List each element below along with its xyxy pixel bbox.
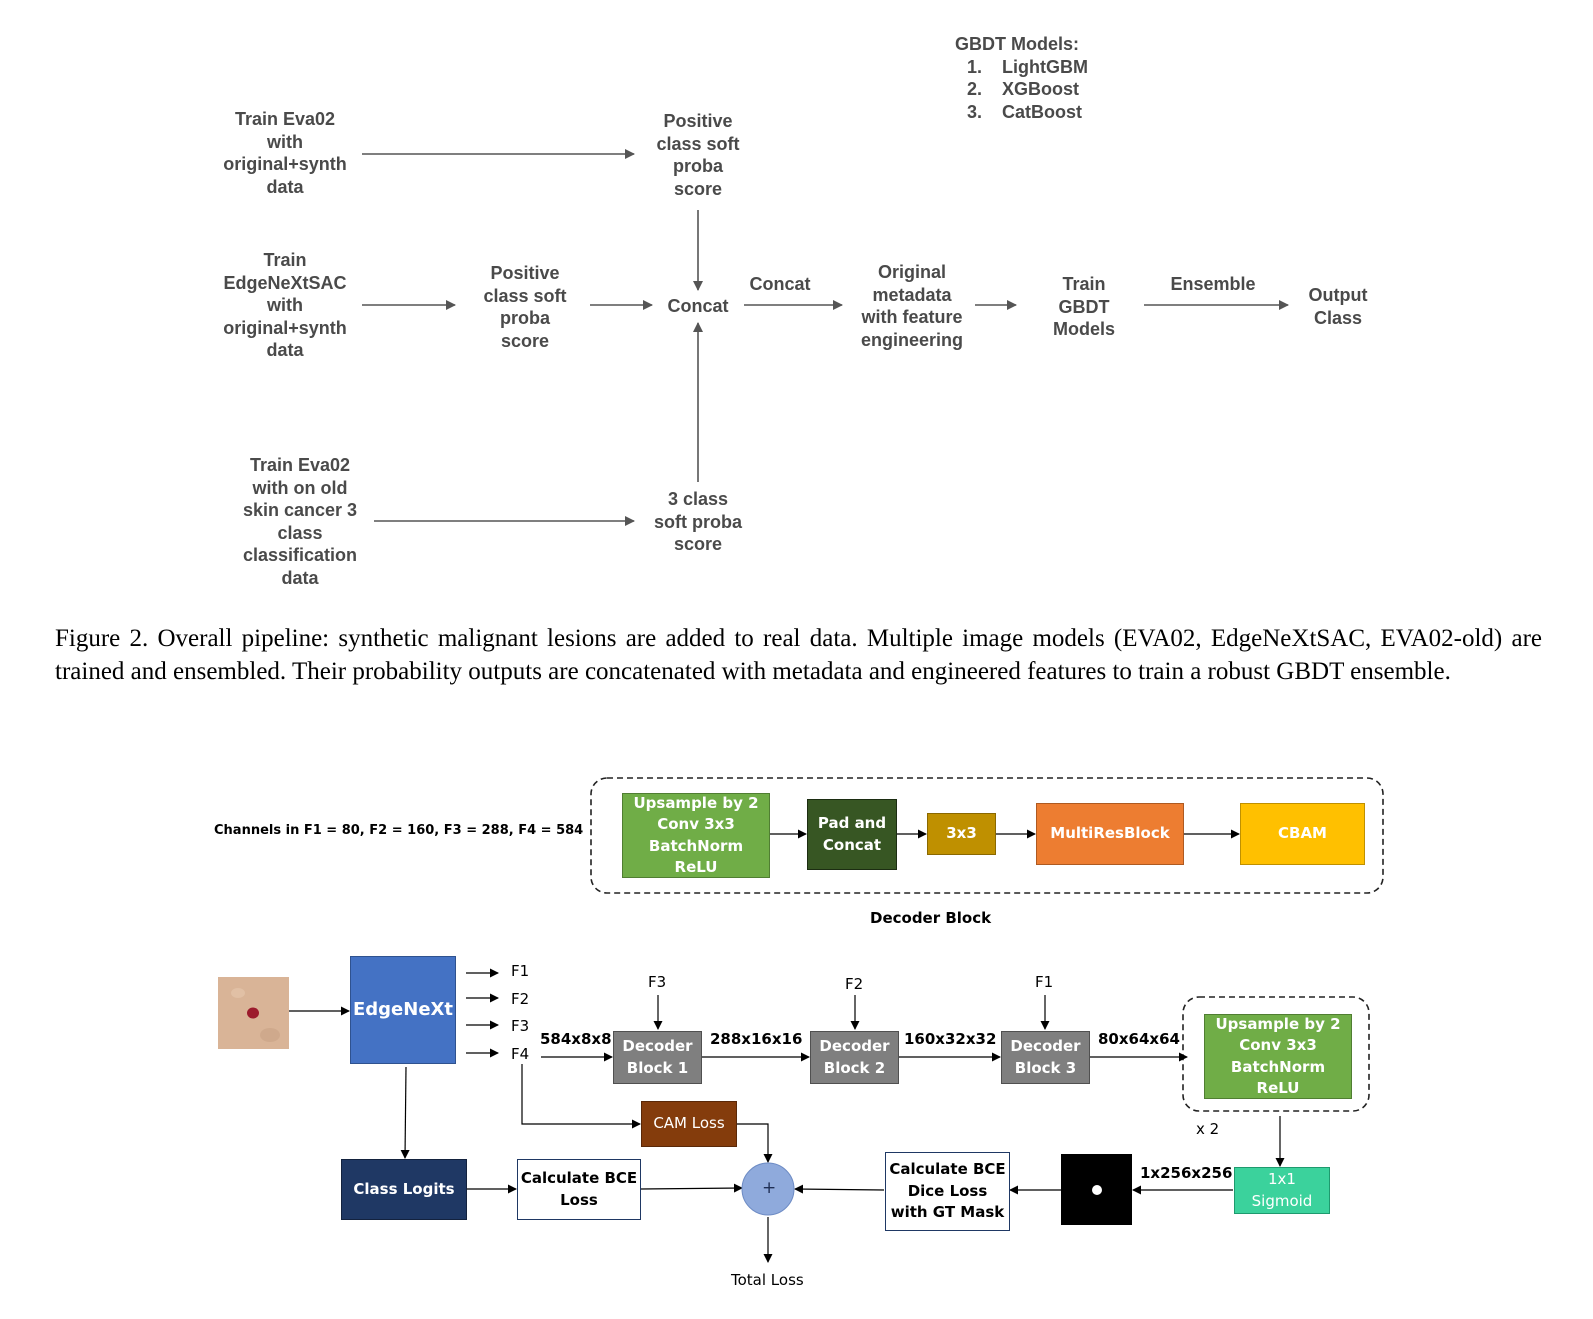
arrow-f4-to-cam [521,1064,641,1129]
upsample-conv-block: Upsample by 2 Conv 3x3 BatchNorm ReLU [622,793,770,878]
feature-label-f2: F2 [511,990,530,1008]
train-edgenext-node: Train EdgeNeXtSAC with original+synth da… [223,250,347,360]
decoder-block-1: Decoder Block 1 [613,1031,702,1084]
gbdt-model-name: LightGBM [1002,56,1088,77]
decoder-block-frame [590,777,1384,894]
three-class-score-node: 3 class soft proba score [654,489,742,554]
plus-icon: + [762,1178,777,1198]
arrow-dice-to-plus [794,1184,885,1194]
arrow-cam-to-plus [737,1123,773,1163]
repeat-label: x 2 [1196,1120,1220,1138]
gbdt-model-number: 1. [966,56,982,77]
concat-edge-label: Concat [749,274,811,294]
class-logits-block: Class Logits [341,1159,467,1220]
shape-label-decoder2: 160x32x32 [904,1030,997,1048]
train-eva02-node: Train Eva02 with original+synth data [223,109,347,197]
lesion-image [218,977,289,1049]
cam-loss-block: CAM Loss [641,1101,737,1147]
decoder-block-2: Decoder Block 2 [810,1031,899,1084]
gbdt-models-title: GBDT Models: [955,34,1079,54]
train-gbdt-node: Train GBDT Models [1052,274,1115,339]
conv3x3-block: 3x3 [927,813,996,855]
total-loss-label: Total Loss [731,1271,804,1289]
pad-concat-block: Pad and Concat [807,799,897,870]
gbdt-model-item: 1. LightGBM [955,56,1088,79]
shape-label-decoder3: 80x64x64 [1098,1030,1180,1048]
skip-label-f3: F3 [648,973,667,991]
feature-label-f4: F4 [511,1045,530,1063]
original-metadata-node: Original metadata with feature engineeri… [860,262,963,350]
channels-note: Channels in F1 = 80, F2 = 160, F3 = 288,… [214,823,584,838]
shape-label-mask: 1x256x256 [1140,1164,1233,1182]
shape-label-f4: 584x8x8 [540,1030,612,1048]
final-upsample-block: Upsample by 2 Conv 3x3 BatchNorm ReLU [1204,1014,1352,1099]
decoder-block-3: Decoder Block 3 [1001,1031,1090,1084]
positive-score-mid-node: Positive class soft proba score [483,263,567,351]
shape-label-decoder1: 288x16x16 [710,1030,803,1048]
bce-dice-loss-block: Calculate BCE Dice Loss with GT Mask [885,1152,1010,1231]
ensemble-edge-label: Ensemble [1170,274,1256,294]
gbdt-models-list: GBDT Models: 1. LightGBM 2. XGBoost 3. C… [955,33,1088,123]
figure-caption: Figure 2. Overall pipeline: synthetic ma… [55,625,1542,685]
feature-label-f1: F1 [511,962,530,980]
sum-node [741,1162,795,1216]
gbdt-model-number: 2. [966,79,982,99]
gbdt-model-item: 2. XGBoost [955,78,1088,101]
gbdt-model-name: XGBoost [1002,79,1080,99]
output-class-node: Output Class [1308,285,1368,328]
bce-loss-block: Calculate BCE Loss [517,1159,641,1220]
concat-node: Concat [667,296,729,316]
train-eva02-old-node: Train Eva02 with on old skin cancer 3 cl… [242,455,358,588]
multires-block: MultiResBlock [1036,803,1184,865]
predicted-mask [1061,1154,1132,1225]
gbdt-model-number: 3. [966,101,982,122]
skip-label-f1: F1 [1035,973,1054,991]
positive-score-top-node: Positive class soft proba score [656,111,740,199]
edgenext-backbone: EdgeNeXt [350,956,456,1064]
arrow-bce-to-plus [640,1183,743,1193]
arrow-edgenext-to-logits [400,1066,410,1159]
decoder-block-label: Decoder Block [870,909,992,927]
sigmoid-block: 1x1 Sigmoid [1234,1167,1330,1214]
skip-label-f2: F2 [845,975,864,993]
feature-label-f3: F3 [511,1017,530,1035]
gbdt-model-item: 3. CatBoost [955,101,1088,124]
gbdt-model-name: CatBoost [1002,101,1082,122]
cbam-block: CBAM [1240,803,1365,865]
